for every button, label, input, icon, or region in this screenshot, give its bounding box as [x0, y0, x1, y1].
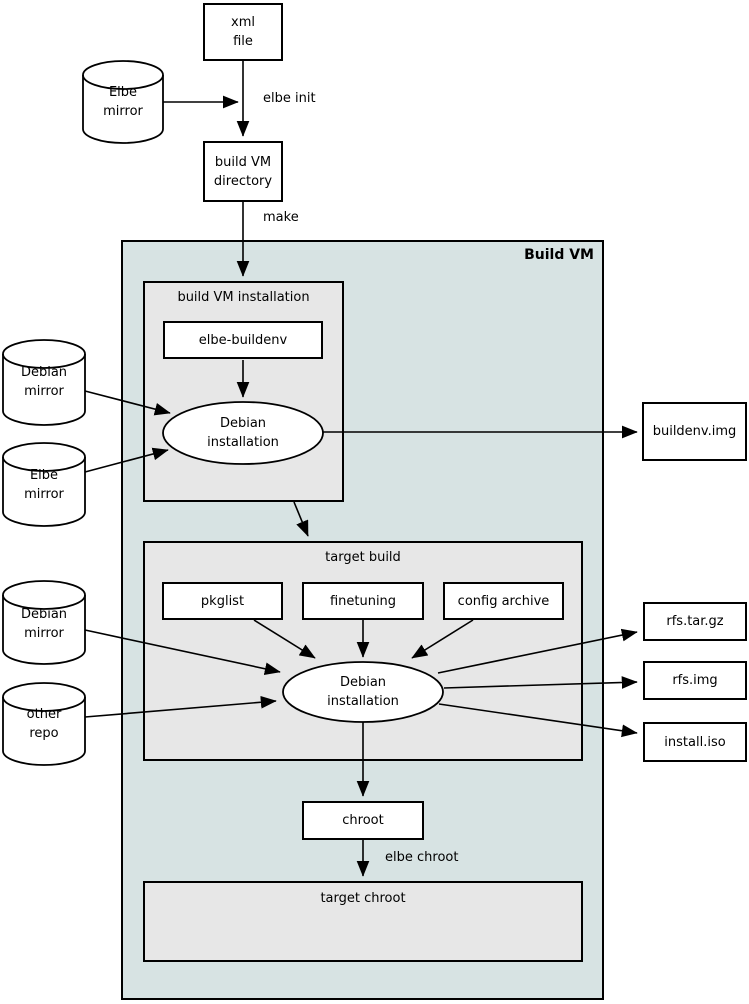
- node-debian-installation-target-label: Debian installation: [327, 675, 399, 709]
- database-icon: [2, 339, 86, 426]
- node-debian-mirror-target-label: Debian mirror: [20, 607, 68, 641]
- node-rfs-tar-gz: rfs.tar.gz: [643, 602, 747, 641]
- cylinder-shapes: [2, 60, 164, 766]
- node-build-vm-directory: build VM directory: [203, 141, 283, 202]
- node-finetuning: finetuning: [302, 582, 424, 620]
- group-build-vm-installation-label: build VM installation: [177, 290, 310, 305]
- database-rim-icon: [2, 456, 86, 472]
- group-target-build-label: target build: [325, 550, 401, 565]
- database-icon: [2, 580, 86, 665]
- database-rim-icon: [2, 696, 86, 712]
- node-install-iso: install.iso: [643, 722, 747, 762]
- process-ellipse: [162, 401, 324, 465]
- node-other-repo-label: other repo: [26, 707, 62, 741]
- edge-label-elbe-init: elbe init: [263, 91, 316, 106]
- node-config-archive: config archive: [443, 582, 564, 620]
- diagram-arrows: [84, 61, 638, 877]
- group-target-chroot-label: target chroot: [320, 891, 406, 906]
- node-buildenv-img: buildenv.img: [642, 402, 747, 461]
- group-target-chroot: [143, 881, 583, 962]
- ellipse-shapes: [162, 401, 444, 723]
- node-xml-file: xml file: [203, 3, 283, 61]
- database-icon: [82, 60, 164, 144]
- edge-label-elbe-chroot: elbe chroot: [385, 850, 459, 865]
- node-elbe-mirror-vm-label: Elbe mirror: [24, 468, 64, 502]
- node-elbe-mirror-top-label: Elbe mirror: [103, 85, 143, 119]
- node-chroot: chroot: [302, 801, 424, 840]
- build-vm-title: Build VM: [524, 247, 594, 263]
- database-rim-icon: [82, 74, 164, 90]
- node-pkglist: pkglist: [162, 582, 283, 620]
- database-icon: [2, 682, 86, 766]
- node-rfs-img: rfs.img: [643, 661, 747, 700]
- node-elbe-buildenv: elbe-buildenv: [163, 321, 323, 359]
- database-icon: [2, 442, 86, 527]
- database-rim-icon: [2, 594, 86, 610]
- node-debian-installation-vm-label: Debian installation: [207, 416, 279, 450]
- database-rim-icon: [2, 353, 86, 369]
- node-debian-mirror-vm-label: Debian mirror: [20, 365, 68, 399]
- edge-label-make: make: [263, 210, 299, 225]
